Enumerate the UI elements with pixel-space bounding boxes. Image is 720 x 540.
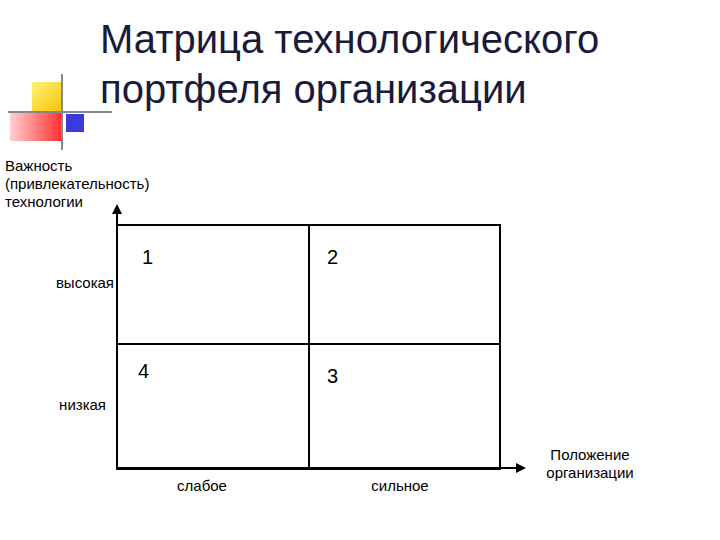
decor-line bbox=[8, 111, 112, 113]
axis-title: Положение организации bbox=[530, 446, 650, 482]
matrix-quadrant: 2 bbox=[308, 224, 501, 345]
axis-level: высокая bbox=[40, 274, 114, 292]
axis-level: низкая bbox=[40, 396, 106, 414]
axis-level: слабое bbox=[160, 477, 244, 495]
axis-level: сильное bbox=[355, 477, 445, 495]
matrix-quadrant: 1 bbox=[116, 224, 310, 345]
y-axis-arrow bbox=[112, 204, 122, 214]
yellow-square bbox=[32, 82, 62, 112]
blue-square bbox=[66, 114, 84, 132]
quadrant-number: 2 bbox=[327, 246, 338, 268]
red-square bbox=[10, 113, 62, 141]
quadrant-number: 1 bbox=[142, 246, 153, 268]
axis-title: Важность (привлекательность) технологии bbox=[5, 157, 180, 211]
quadrant-number: 4 bbox=[138, 360, 149, 382]
x-axis-arrow bbox=[516, 463, 526, 473]
quadrant-number: 3 bbox=[327, 365, 338, 387]
matrix-quadrant: 4 bbox=[116, 343, 310, 470]
matrix-quadrant: 3 bbox=[308, 343, 501, 470]
slide-title: Матрица технологического портфеля органи… bbox=[100, 14, 660, 114]
